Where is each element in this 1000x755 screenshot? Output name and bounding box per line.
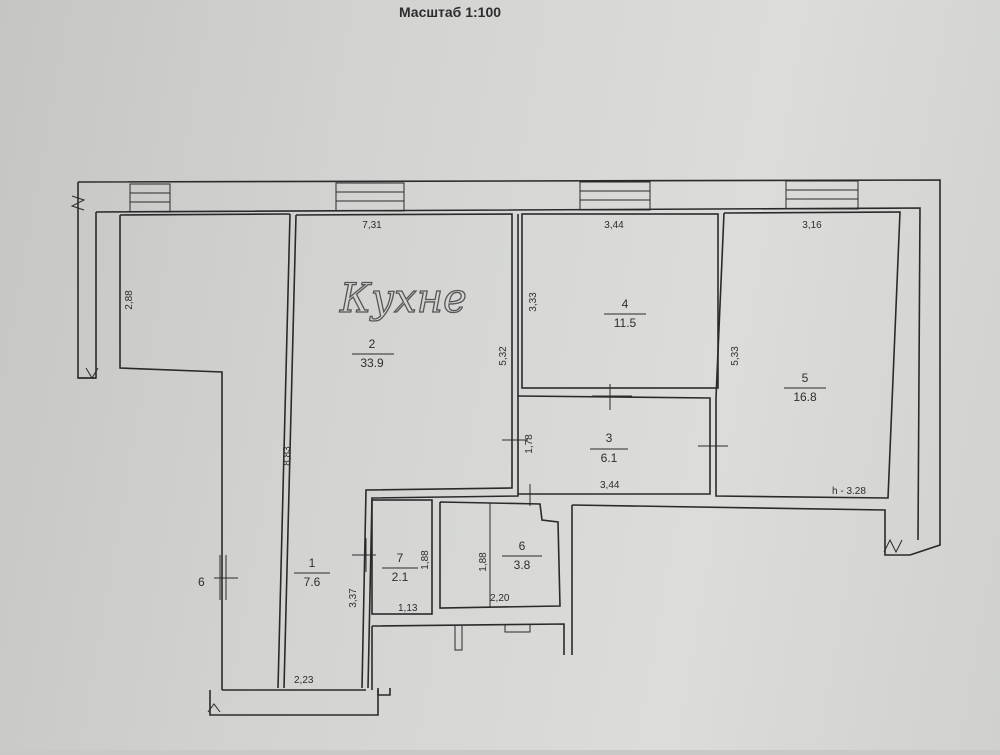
room-label-7: 7 2.1 <box>382 551 418 584</box>
svg-text:5: 5 <box>802 371 809 385</box>
room-labels: 1 7.6 2 33.9 3 6.1 4 11.5 5 16.8 6 3.8 <box>294 297 826 589</box>
doors <box>214 384 728 600</box>
scale-title: Масштаб 1:100 <box>399 4 501 20</box>
room-label-1: 1 7.6 <box>294 556 330 589</box>
svg-text:6: 6 <box>519 539 526 553</box>
interior-walls <box>119 211 901 696</box>
dim-room1-height: 3,37 <box>348 588 359 608</box>
dim-room5-height: 5,33 <box>730 346 741 366</box>
dim-room3-width: 3,44 <box>600 480 620 491</box>
outer-walls <box>70 179 941 716</box>
dim-room5-width: 3,16 <box>802 220 822 231</box>
room-label-3: 3 6.1 <box>590 431 628 465</box>
room-label-4: 4 11.5 <box>604 297 646 330</box>
svg-text:11.5: 11.5 <box>614 316 637 330</box>
svg-text:7.6: 7.6 <box>304 575 321 589</box>
dim-corridor-height: 8,83 <box>282 446 293 466</box>
dim-room3-height: 1,78 <box>524 434 535 454</box>
dim-room2-width: 7,31 <box>362 220 382 231</box>
svg-text:2.1: 2.1 <box>392 570 409 584</box>
windows <box>129 180 859 213</box>
room-label-5: 5 16.8 <box>784 371 826 404</box>
dim-room4-width: 3,44 <box>604 220 624 231</box>
room-label-6: 6 3.8 <box>502 539 542 572</box>
room-label-2: 2 33.9 <box>352 337 394 370</box>
svg-text:2: 2 <box>369 337 376 351</box>
dim-room6-width: 2,20 <box>490 593 510 604</box>
dim-room1-width: 2,23 <box>294 675 314 686</box>
ceiling-height: h - 3.28 <box>832 486 866 497</box>
side-mark: 6 <box>198 575 205 589</box>
dim-room7-width: 1,13 <box>398 603 418 614</box>
svg-text:6.1: 6.1 <box>601 451 618 465</box>
dim-room2-height: 5,32 <box>498 346 509 366</box>
svg-text:3: 3 <box>606 431 613 445</box>
dim-corridor-top-height: 2,88 <box>124 290 135 310</box>
svg-text:33.9: 33.9 <box>360 356 384 370</box>
handwritten-note: Кухне <box>339 276 467 322</box>
dim-room6-height: 1,88 <box>478 552 489 572</box>
svg-text:4: 4 <box>622 297 629 311</box>
svg-text:1: 1 <box>309 556 316 570</box>
dim-room4-height: 3,33 <box>528 292 539 312</box>
dimension-labels: 7,31 3,44 3,16 3,44 1,13 2,20 2,23 2,88 … <box>124 220 866 686</box>
svg-text:16.8: 16.8 <box>793 390 817 404</box>
dim-room7-height: 1,88 <box>420 550 431 570</box>
svg-text:7: 7 <box>397 551 404 565</box>
svg-text:3.8: 3.8 <box>514 558 531 572</box>
